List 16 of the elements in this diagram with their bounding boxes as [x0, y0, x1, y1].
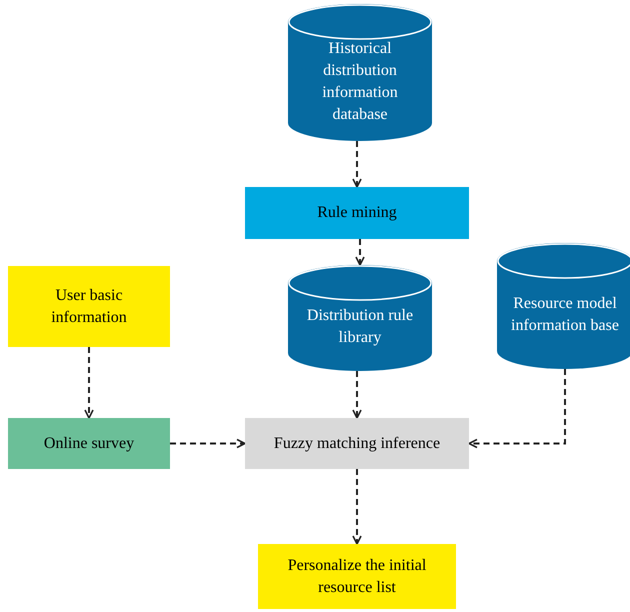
node-label: Historical distribution information database — [321, 38, 399, 124]
node-label: Fuzzy matching inference — [272, 434, 442, 454]
process-box — [245, 187, 469, 239]
process-box — [258, 544, 456, 609]
process-box — [8, 266, 170, 347]
node-label: User basic information — [50, 286, 128, 328]
node-label: Online survey — [42, 434, 136, 454]
database-cylinder — [288, 4, 432, 141]
node-label: Distribution rule library — [306, 306, 414, 348]
database-cylinder — [497, 243, 630, 369]
node-label: Rule mining — [316, 203, 398, 223]
database-cylinder — [288, 265, 432, 371]
process-box — [8, 418, 170, 469]
node-label: Personalize the initial resource list — [286, 556, 428, 598]
node-label: Resource model information base — [510, 294, 620, 336]
process-box — [245, 418, 469, 469]
